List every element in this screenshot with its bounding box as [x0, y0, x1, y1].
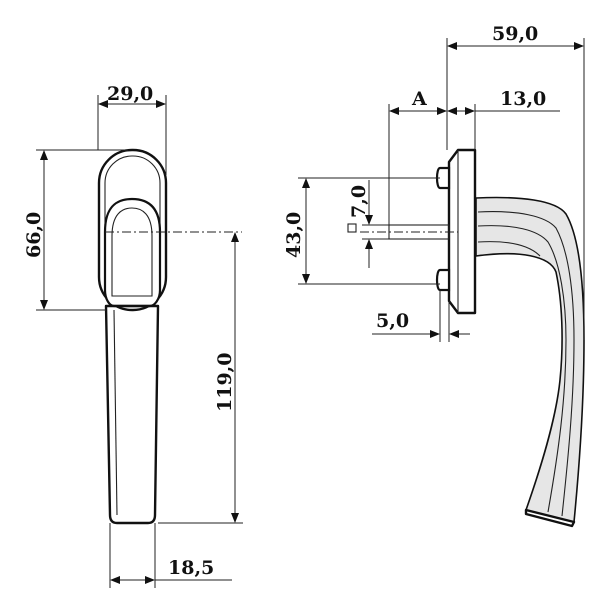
side-handle-inner-edge	[477, 211, 575, 517]
front-view	[97, 148, 242, 525]
front-handle-neck-inner	[111, 207, 153, 297]
front-rosette-outline	[97, 148, 168, 312]
square-symbol-icon	[347, 223, 357, 233]
side-handle-inner-edge-2	[477, 225, 567, 513]
side-handle-inner-edge-3	[477, 241, 541, 257]
dim-spindle-offset: A	[411, 88, 427, 110]
side-handle-tip	[524, 508, 576, 528]
dim-handle-length: 119,0	[214, 353, 236, 413]
front-grip-highlight	[113, 309, 118, 516]
front-dimensions: 29,0 66,0 119,0 18,5	[23, 83, 243, 588]
dim-front-width: 29,0	[107, 83, 153, 105]
dim-rosette-height: 66,0	[23, 212, 45, 258]
dim-spindle-square: 7,0	[348, 185, 370, 218]
screw-top-icon	[435, 166, 451, 190]
front-handle-neck	[103, 197, 162, 308]
front-handle-grip	[104, 304, 160, 525]
dim-total-depth: 59,0	[492, 23, 538, 45]
side-handle-body	[475, 196, 585, 524]
dim-fixing-distance: 43,0	[283, 212, 305, 258]
dim-rosette-base: 5,0	[376, 310, 409, 332]
screw-bottom-icon	[435, 268, 451, 292]
side-dimensions: 59,0 A 13,0 43,0 7,0 5,0	[283, 23, 585, 342]
dim-grip-width: 18,5	[168, 557, 214, 579]
side-view	[347, 148, 585, 528]
dim-rosette-depth: 13,0	[500, 88, 546, 110]
